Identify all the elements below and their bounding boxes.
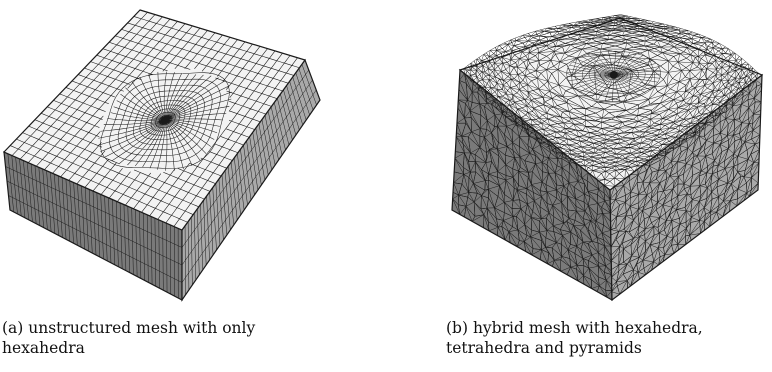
caption-a-line2: hexahedra [2, 339, 85, 357]
caption-b: (b) hybrid mesh with hexahedra, tetrahed… [446, 318, 703, 358]
caption-a: (a) unstructured mesh with only hexahedr… [2, 318, 255, 358]
caption-b-line2: tetrahedra and pyramids [446, 339, 642, 357]
caption-b-line1: (b) hybrid mesh with hexahedra, [446, 319, 703, 337]
left-face-tet-mesh [451, 69, 613, 301]
hex-mesh-cube [2, 9, 321, 302]
singular-point [609, 70, 618, 79]
top-structured-grid [10, 12, 300, 227]
figure-a: (a) unstructured mesh with only hexahedr… [2, 9, 321, 358]
figure-b: (b) hybrid mesh with hexahedra, tetrahed… [440, 0, 772, 372]
caption-a-line1: (a) unstructured mesh with only [2, 319, 256, 337]
left-face-mesh [5, 153, 183, 299]
top-tet-mesh [459, 14, 763, 191]
right-face-mesh [181, 64, 317, 296]
hybrid-mesh-cube [451, 14, 764, 302]
top-face [2, 9, 306, 231]
singular-point [161, 115, 170, 124]
right-face-tet-mesh [609, 74, 763, 301]
